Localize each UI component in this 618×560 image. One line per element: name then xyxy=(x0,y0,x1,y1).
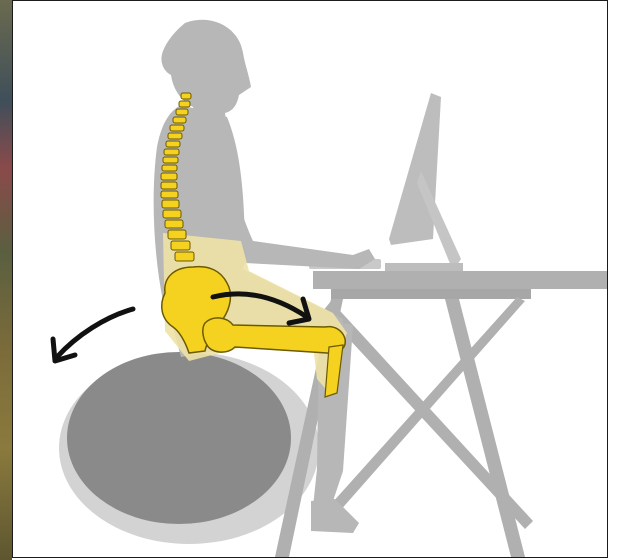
desk-top xyxy=(313,271,608,289)
computer-monitor xyxy=(385,93,463,271)
illustration-svg xyxy=(13,1,608,558)
monitor-base xyxy=(385,263,463,271)
background-photo-strip xyxy=(0,0,12,560)
curved-arrow-left-icon xyxy=(57,309,133,357)
exercise-ball xyxy=(67,352,291,524)
person-foot xyxy=(311,499,359,533)
desk-tray xyxy=(331,289,531,299)
ergonomic-sitting-illustration xyxy=(12,0,608,558)
desk-leg-cross xyxy=(323,301,533,529)
